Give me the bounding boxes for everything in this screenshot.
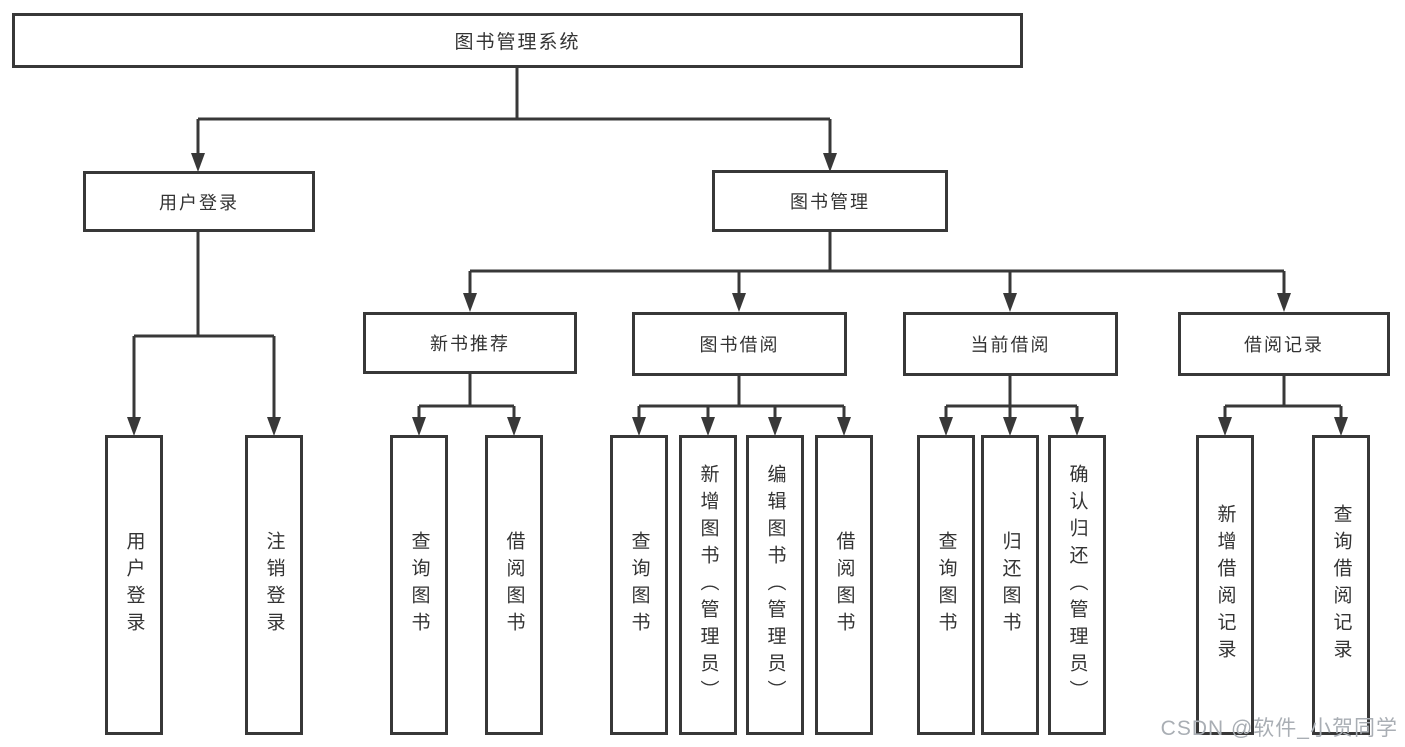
node-label: 查询借阅记录 — [1330, 504, 1352, 666]
node-label: 归还图书 — [999, 531, 1021, 639]
node-current-borrow: 当前借阅 — [903, 312, 1118, 376]
leaf-borrow-books-recommend: 借阅图书 — [485, 435, 543, 735]
leaf-edit-book-admin: 编辑图书（管理员） — [746, 435, 804, 735]
node-library-management-system: 图书管理系统 — [12, 13, 1023, 68]
node-book-borrow: 图书借阅 — [632, 312, 847, 376]
arrowheads — [127, 153, 1348, 436]
leaf-query-books-current: 查询图书 — [917, 435, 975, 735]
node-label: 用户登录 — [123, 531, 145, 639]
leaf-query-borrow-record: 查询借阅记录 — [1312, 435, 1370, 735]
node-user-login: 用户登录 — [83, 171, 315, 232]
node-label: 图书借阅 — [699, 335, 780, 355]
leaf-query-books-borrow: 查询图书 — [610, 435, 668, 735]
node-label: 查询图书 — [935, 531, 957, 639]
leaf-borrow-books: 借阅图书 — [815, 435, 873, 735]
node-book-management: 图书管理 — [712, 170, 948, 232]
node-label: 用户登录 — [159, 192, 239, 213]
leaf-query-books-recommend: 查询图书 — [390, 435, 448, 735]
node-label: 查询图书 — [628, 531, 650, 639]
node-borrow-records: 借阅记录 — [1178, 312, 1390, 376]
leaf-add-book-admin: 新增图书（管理员） — [679, 435, 737, 735]
leaf-user-login: 用户登录 — [105, 435, 163, 735]
leaf-add-borrow-record: 新增借阅记录 — [1196, 435, 1254, 735]
leaf-confirm-return-admin: 确认归还（管理员） — [1048, 435, 1106, 735]
leaf-logout-login: 注销登录 — [245, 435, 303, 735]
node-label: 新增图书（管理员） — [697, 463, 719, 707]
node-label: 借阅记录 — [1244, 335, 1324, 355]
node-label: 图书管理 — [790, 192, 870, 212]
node-label: 借阅图书 — [833, 531, 855, 639]
node-label: 图书管理系统 — [454, 32, 581, 53]
node-label: 注销登录 — [263, 531, 285, 639]
node-label: 确认归还（管理员） — [1066, 463, 1088, 707]
node-label: 编辑图书（管理员） — [764, 463, 786, 707]
node-label: 新书推荐 — [430, 334, 510, 354]
node-label: 查询图书 — [408, 531, 430, 639]
node-label: 借阅图书 — [503, 531, 525, 639]
leaf-return-books: 归还图书 — [981, 435, 1039, 735]
node-new-book-recommend: 新书推荐 — [363, 312, 577, 374]
node-label: 当前借阅 — [970, 335, 1051, 355]
node-label: 新增借阅记录 — [1214, 504, 1236, 666]
